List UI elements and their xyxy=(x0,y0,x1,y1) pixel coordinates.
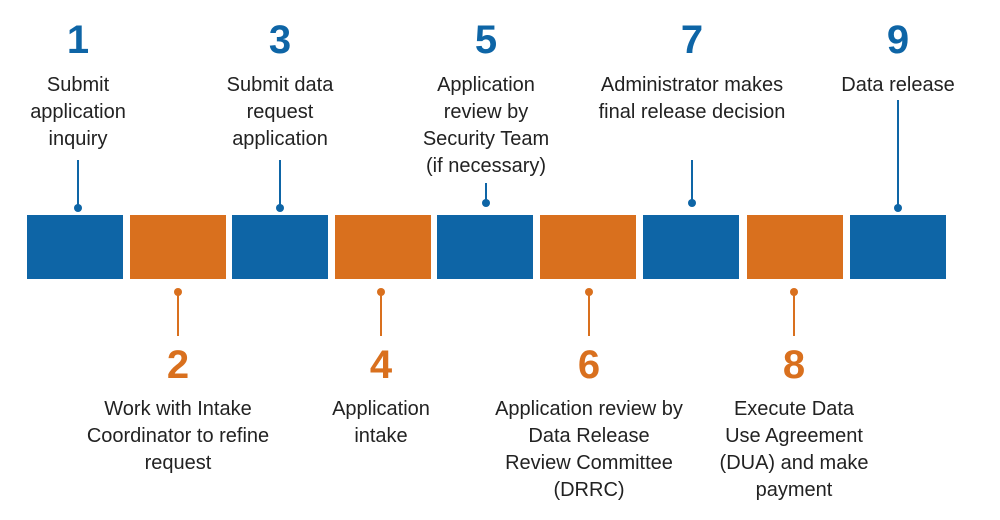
step-7-dot xyxy=(688,199,696,207)
step-5-block xyxy=(437,215,533,279)
step-3-label: Submit data request application xyxy=(226,74,334,150)
step-4-block xyxy=(335,215,431,279)
step-2-label: Work with Intake Coordinator to refine r… xyxy=(86,398,270,474)
step-5-connector xyxy=(485,183,487,203)
step-4-dot xyxy=(377,288,385,296)
step-5-dot xyxy=(482,199,490,207)
step-7-number: 7 xyxy=(680,18,704,62)
step-3-block xyxy=(232,215,328,279)
step-8-number: 8 xyxy=(782,343,806,387)
step-8-label: Execute Data Use Agreement (DUA) and mak… xyxy=(719,398,869,501)
step-9-connector xyxy=(897,100,899,208)
step-9-number: 9 xyxy=(886,18,910,62)
step-5-label: Application review by Security Team (if … xyxy=(422,74,550,177)
step-3-dot xyxy=(276,204,284,212)
step-7-connector xyxy=(691,160,693,203)
step-6-connector xyxy=(588,292,590,336)
step-2-connector xyxy=(177,292,179,336)
step-1-number: 1 xyxy=(66,18,90,62)
step-8-dot xyxy=(790,288,798,296)
step-4-connector xyxy=(380,292,382,336)
step-1-label: Submit application inquiry xyxy=(30,74,126,150)
step-4-label: Application intake xyxy=(332,398,430,447)
step-3-number: 3 xyxy=(268,18,292,62)
step-8-connector xyxy=(793,292,795,336)
step-2-dot xyxy=(174,288,182,296)
step-7-label: Administrator makes final release decisi… xyxy=(598,74,786,123)
step-1-connector xyxy=(77,160,79,208)
step-6-block xyxy=(540,215,636,279)
step-9-block xyxy=(850,215,946,279)
step-1-block xyxy=(27,215,123,279)
step-6-number: 6 xyxy=(577,343,601,387)
step-4-number: 4 xyxy=(369,343,393,387)
step-1-dot xyxy=(74,204,82,212)
step-2-block xyxy=(130,215,226,279)
step-9-label: Data release xyxy=(841,74,955,96)
step-3-connector xyxy=(279,160,281,208)
step-6-label: Application review by Data Release Revie… xyxy=(495,398,683,501)
step-8-block xyxy=(747,215,843,279)
step-6-dot xyxy=(585,288,593,296)
step-7-block xyxy=(643,215,739,279)
step-5-number: 5 xyxy=(474,18,498,62)
step-9-dot xyxy=(894,204,902,212)
step-2-number: 2 xyxy=(166,343,190,387)
